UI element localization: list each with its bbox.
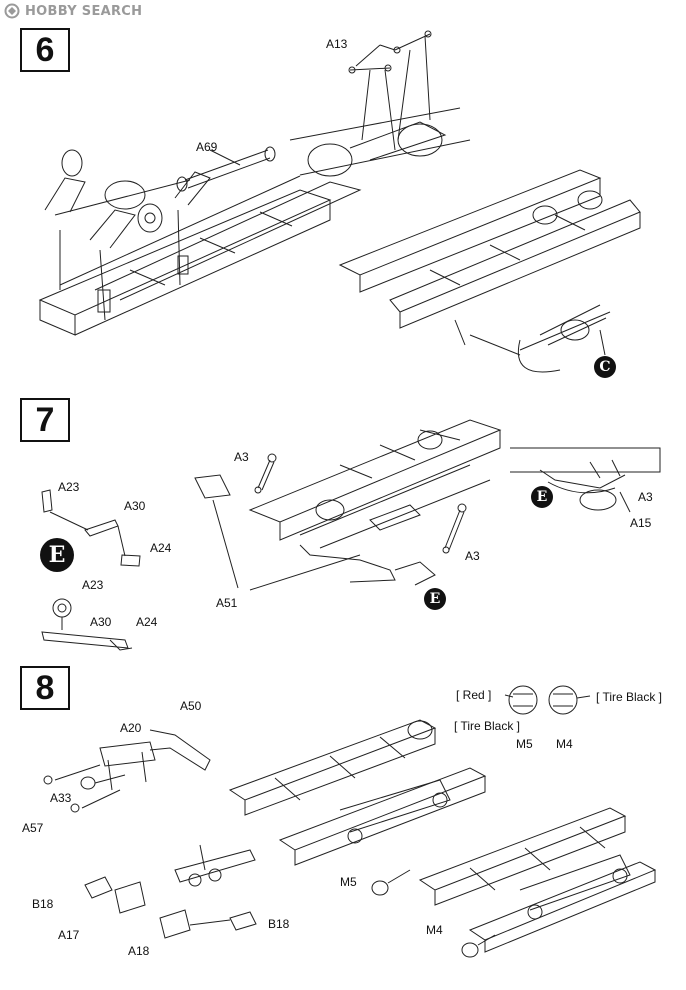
label-a24-top: A24: [150, 541, 172, 555]
label-a3-lower: A3: [465, 549, 480, 563]
step-7-box: 7: [20, 398, 70, 442]
ref-e-circle-left: E: [40, 538, 74, 572]
label-b18-right: B18: [268, 917, 290, 931]
step-7-number: 7: [35, 401, 55, 439]
label-a17: A17: [58, 928, 80, 942]
label-m4-lower: M4: [426, 923, 443, 937]
step8-drawing: [43, 685, 657, 958]
label-a15: A15: [630, 516, 652, 530]
ref-c-circle: C: [594, 356, 616, 378]
label-m5-lower: M5: [340, 875, 357, 889]
label-a3-inset: A3: [638, 490, 653, 504]
label-a33: A33: [50, 791, 72, 805]
paint-red-label: [ Red ]: [456, 688, 492, 702]
label-a51: A51: [216, 596, 238, 610]
paint-tire-black-right-label: [ Tire Black ]: [596, 690, 663, 704]
paint-tire-black-left-label: [ Tire Black ]: [454, 719, 521, 733]
watermark-text: HOBBY SEARCH: [25, 3, 143, 19]
step-8-number: 8: [35, 669, 55, 707]
step7-drawing: [41, 419, 661, 651]
step-6-box: 6: [20, 28, 70, 72]
paint-m4-label: M4: [556, 737, 573, 751]
step6-drawing: [38, 30, 641, 373]
label-a57: A57: [22, 821, 44, 835]
label-a30-top: A30: [124, 499, 146, 513]
label-a3-upper: A3: [234, 450, 249, 464]
label-a23-bottom: A23: [82, 578, 104, 592]
label-a18: A18: [128, 944, 150, 958]
step-8-box: 8: [20, 666, 70, 710]
label-a13: A13: [326, 37, 348, 51]
hobby-search-watermark: HOBBY SEARCH: [4, 2, 142, 20]
label-b18-left: B18: [32, 897, 54, 911]
label-a50: A50: [180, 699, 202, 713]
label-a24-bottom: A24: [136, 615, 158, 629]
step-6-number: 6: [35, 31, 55, 69]
ref-e-circle-main: E: [424, 588, 446, 610]
paint-m5-label: M5: [516, 737, 533, 751]
label-a20: A20: [120, 721, 142, 735]
label-a23-top: A23: [58, 480, 80, 494]
label-a30-bottom: A30: [90, 615, 112, 629]
hobby-search-logo-icon: [4, 3, 20, 19]
ref-e-circle-inset: E: [531, 486, 553, 508]
label-a69: A69: [196, 140, 218, 154]
